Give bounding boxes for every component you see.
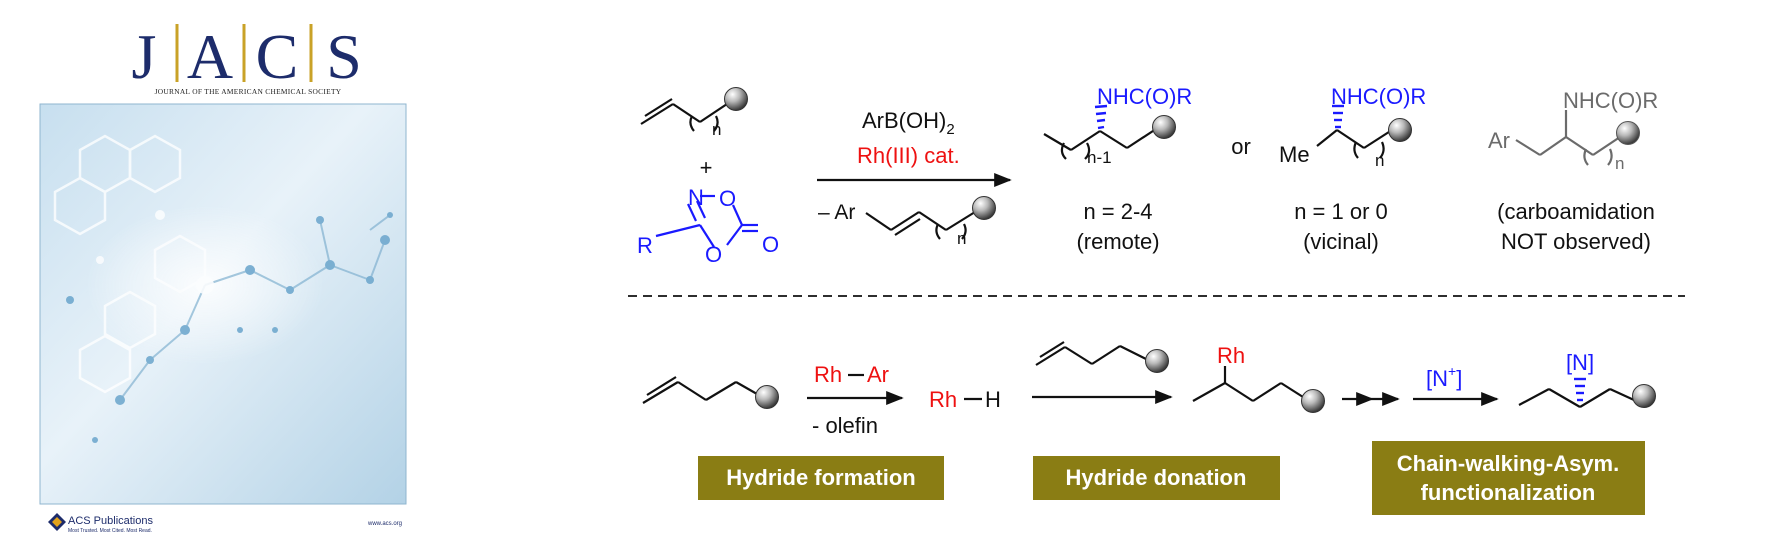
plus-sign: + [700, 155, 713, 180]
byproduct-label: – Ar [818, 201, 855, 224]
byproduct-n-subscript: n [957, 229, 966, 248]
rh-aryl-rh: Rh [814, 362, 842, 387]
label-hydride-formation: Hydride formation [698, 456, 944, 500]
product2-condition: n = 1 or 0 [1294, 199, 1388, 224]
label-text: Hydride formation [726, 465, 915, 490]
dioxazolone-n: N [688, 185, 704, 210]
label-box [1033, 456, 1280, 500]
reaction-scheme: n + N O O O R ArB(OH)2 Rh(III) cat. – Ar [637, 84, 1658, 267]
label-chain-walking: Chain-walking-Asym. functionalization [1372, 441, 1645, 515]
olefin-above-ball [1145, 349, 1169, 373]
jacs-logo: J A C S JOURNAL OF THE AMERICAN CHEMICAL… [132, 21, 362, 96]
journal-name: JOURNAL OF THE AMERICAN CHEMICAL SOCIETY [155, 87, 342, 96]
acs-diamond-icon [52, 517, 62, 527]
product1-n-subscript: n-1 [1087, 148, 1112, 167]
product-carboamidation: Ar NHC(O)R n (carboamidation NOT observe… [1488, 88, 1658, 254]
rh-aryl-ar: Ar [867, 362, 889, 387]
product1-condition: n = 2-4 [1083, 199, 1152, 224]
acs-publications-logo: ACS Publications Most Trusted. Most Cite… [48, 513, 153, 534]
mechanism-scheme: Rh Ar - olefin Rh H Rh [642, 341, 1656, 515]
dioxazolone-r: R [637, 233, 653, 258]
journal-cover: J A C S JOURNAL OF THE AMERICAN CHEMICAL… [39, 21, 407, 534]
label-box [1372, 441, 1645, 515]
logo-letter-c: C [256, 21, 299, 92]
product-remote: NHC(O)R n-1 n = 2-4 (remote) [1043, 84, 1192, 254]
label-text: Hydride donation [1066, 465, 1247, 490]
product3-n-subscript: n [1615, 154, 1624, 173]
dioxazolone-o-ring: O [719, 186, 736, 211]
product3-note: NOT observed) [1501, 229, 1651, 254]
final-nitrogen-label: [N] [1566, 350, 1594, 375]
logo-letter-j: J [132, 21, 157, 92]
product2-amide-group: NHC(O)R [1331, 84, 1426, 109]
final-product-chain [1518, 388, 1635, 408]
logo-letter-s: S [326, 21, 362, 92]
dioxazolone-o-carbonyl: O [762, 232, 779, 257]
rh-hydride-h: H [985, 387, 1001, 412]
alkyl-rh-chain [1192, 366, 1304, 402]
byproduct-olefin [865, 211, 976, 240]
publisher-website: www.acs.org [367, 521, 402, 527]
product1-amide-group: NHC(O)R [1097, 84, 1192, 109]
reagent-arylboronic-acid: ArB(OH)2 [862, 108, 955, 138]
dioxazolone-reagent [655, 194, 758, 248]
logo-letter-a: A [187, 21, 233, 92]
product1-ball [1152, 115, 1176, 139]
label-box [698, 456, 944, 500]
alkyl-rh-label: Rh [1217, 343, 1245, 368]
substrate-n-subscript: n [712, 120, 721, 139]
product2-type: (vicinal) [1303, 229, 1379, 254]
product1-type: (remote) [1076, 229, 1159, 254]
product-vicinal: Me NHC(O)R n n = 1 or 0 (vicinal) [1279, 84, 1426, 254]
label-text: Chain-walking-Asym. [1397, 451, 1619, 476]
product3-aryl: Ar [1488, 128, 1510, 153]
product3-ball [1616, 121, 1640, 145]
catalyst-label: Rh(III) cat. [857, 143, 960, 168]
byproduct-ball [972, 196, 996, 220]
product2-n-subscript: n [1375, 151, 1384, 170]
alkene-substrate [640, 98, 728, 132]
product3-amide-group: NHC(O)R [1563, 88, 1658, 113]
rh-hydride-rh: Rh [929, 387, 957, 412]
or-label: or [1231, 134, 1251, 159]
olefin-above-arrow [1035, 341, 1149, 366]
mechanism-olefin-ball [755, 385, 779, 409]
publisher-tagline: Most Trusted. Most Cited. Most Read. [68, 528, 152, 534]
label-hydride-donation: Hydride donation [1033, 456, 1280, 500]
mechanism-olefin [642, 376, 758, 404]
label-text: functionalization [1421, 480, 1596, 505]
product2-methyl: Me [1279, 142, 1310, 167]
final-hash-wedge [1574, 377, 1586, 402]
final-product-ball [1632, 384, 1656, 408]
alkyl-rh-ball [1301, 389, 1325, 413]
publisher-name: ACS Publications [68, 515, 153, 527]
product2-ball [1388, 118, 1412, 142]
substrate-ball [724, 87, 748, 111]
electrophilic-nitrogen-label: [N+] [1426, 363, 1462, 391]
minus-olefin-label: - olefin [812, 413, 878, 438]
dioxazolone-o-ring: O [705, 242, 722, 267]
molecule-artwork [53, 134, 393, 443]
product3-note: (carboamidation [1497, 199, 1655, 224]
